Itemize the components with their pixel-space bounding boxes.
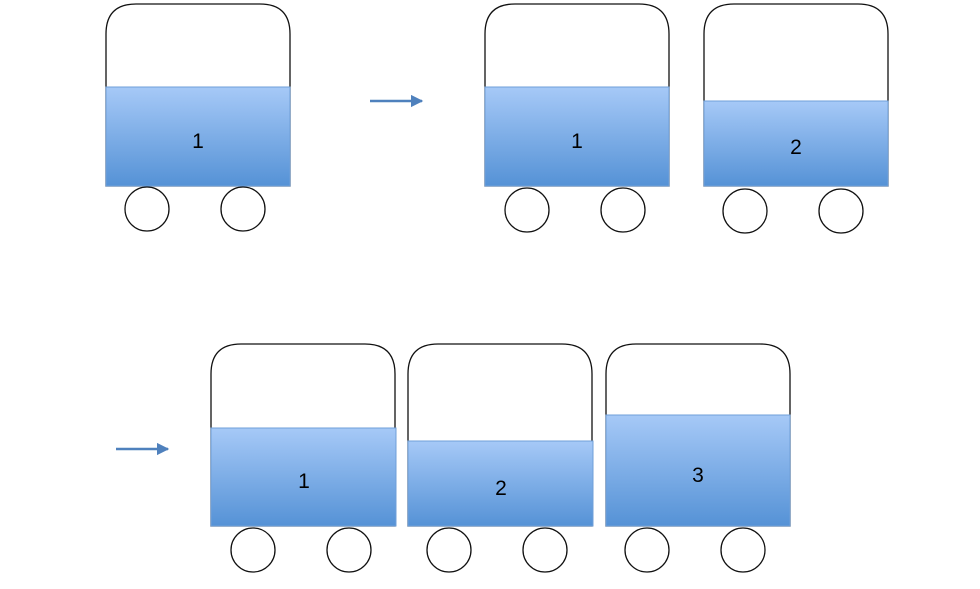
- cart-label: 1: [192, 130, 204, 153]
- cart-fill: [105, 86, 291, 187]
- row-1-stage-2: 1 2: [484, 3, 889, 234]
- wheel-right: [522, 527, 568, 573]
- cart-label: 1: [298, 470, 310, 493]
- cart-label: 2: [495, 477, 507, 500]
- cart-3: 3: [605, 343, 791, 573]
- wheel-right: [220, 186, 266, 232]
- wheel-right: [720, 527, 766, 573]
- cart-label: 3: [692, 464, 704, 487]
- cart-1: 1: [105, 3, 291, 232]
- cart-2: 2: [703, 3, 889, 234]
- wheel-right: [818, 188, 864, 234]
- wheel-left: [426, 527, 472, 573]
- cart-label: 1: [571, 130, 583, 153]
- wheel-left: [124, 186, 170, 232]
- wheel-left: [504, 187, 550, 233]
- cart-fill: [484, 86, 670, 187]
- wheel-left: [624, 527, 670, 573]
- cart-label: 2: [790, 136, 802, 159]
- row-2-stage-1: 1 2 3: [210, 343, 791, 573]
- row-1-stage-1: 1: [105, 3, 291, 232]
- wheel-right: [326, 527, 372, 573]
- wheel-right: [600, 187, 646, 233]
- cart-1: 1: [210, 343, 397, 573]
- wheel-left: [722, 188, 768, 234]
- cart-2: 2: [407, 343, 594, 573]
- cart-1: 1: [484, 3, 670, 233]
- cart-fill: [703, 100, 889, 187]
- cart-fill: [605, 414, 791, 527]
- cart-fill: [210, 427, 397, 527]
- wheel-left: [230, 527, 276, 573]
- cart-fill: [407, 440, 594, 527]
